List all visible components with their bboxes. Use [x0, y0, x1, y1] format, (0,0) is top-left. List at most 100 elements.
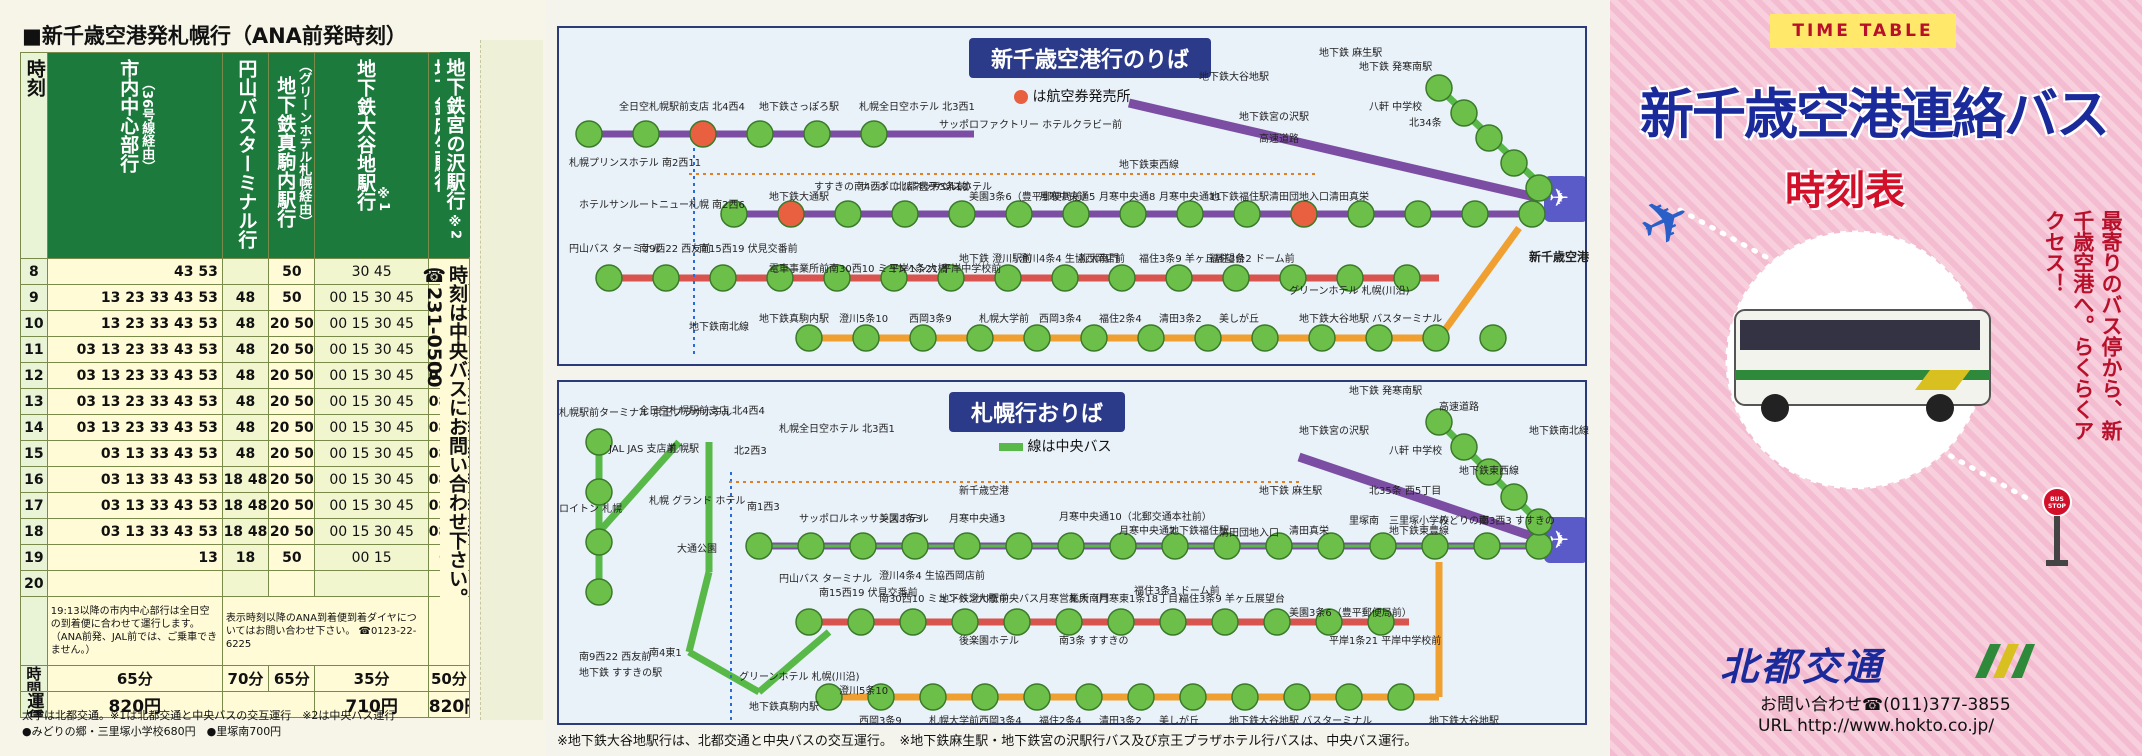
time-cell: 20 50 — [268, 362, 316, 389]
station-marker — [1421, 532, 1449, 560]
flight-path — [1677, 207, 1793, 273]
map-label: 清田3条2 — [1099, 716, 1142, 727]
map-label: 南3西3 すすきの — [1479, 516, 1555, 527]
station-marker — [1211, 608, 1239, 636]
time-cell: 18 48 — [221, 492, 270, 519]
map-label: 地下鉄東豊線 — [1389, 526, 1449, 537]
time-cell: 20 50 — [268, 336, 316, 363]
station-marker — [1213, 532, 1241, 560]
cover-panel: TIME TABLE 新千歳空港連絡バス 時刻表 ✈ BUS STOP 最寄りの… — [1610, 0, 2142, 756]
company-name: 北都交通 — [1720, 645, 1885, 689]
station-marker — [652, 264, 680, 292]
cover-title: 新千歳空港連絡バス — [1640, 83, 2110, 146]
map-label: 八軒 中学校 — [1389, 446, 1443, 457]
time-cell: 20 50 — [268, 440, 316, 467]
map-label: 札幌全日空ホテル 北3西1 — [859, 102, 975, 113]
legend-line-icon — [999, 443, 1023, 451]
map-label: 地下鉄大谷地駅 バスターミナル — [1299, 314, 1443, 325]
map-label: 南4東1 — [649, 648, 682, 659]
map-label: 全日空札幌駅前支店 北4西4 — [639, 406, 765, 417]
time-cell: 30 45 — [314, 258, 429, 285]
station-marker — [1450, 99, 1478, 127]
map-label: 清田団地入口 — [1219, 528, 1279, 539]
station-marker — [632, 120, 660, 148]
map-label: グリーンホテル 札幌(川沿) — [739, 672, 860, 683]
station-marker — [1159, 608, 1187, 636]
station-marker — [795, 324, 823, 352]
map-label: すすきの南4西3（北都トラベル前） — [814, 182, 977, 193]
map-label: 北35条 西5丁目 — [1369, 486, 1442, 497]
time-cell: 20 50 — [268, 492, 316, 519]
map-label: 福住3条2 ドーム前 — [1209, 254, 1295, 265]
time-cell: 20 50 — [268, 414, 316, 441]
time-cell: 00 15 30 45 — [314, 336, 429, 363]
column-header: 円山バスターミナル行 — [221, 52, 270, 259]
fare-value: 710円 — [314, 691, 429, 718]
map-label: 地下鉄 麻生駅 — [1319, 48, 1383, 59]
hour-cell: 18 — [20, 518, 48, 545]
map-label: 福住3条9 羊ヶ丘展望台 — [1179, 594, 1285, 605]
station-marker — [1051, 264, 1079, 292]
station-marker — [971, 683, 999, 711]
station-marker — [1336, 264, 1364, 292]
map-legend: 線は中央バス — [999, 436, 1111, 456]
cover-illustration: ✈ — [1628, 180, 2072, 566]
map-label: 地下鉄福住駅 — [1169, 526, 1229, 537]
company-url[interactable]: URL http://www.hokto.co.jp/ — [1758, 716, 1995, 736]
station-marker — [880, 264, 908, 292]
time-cell: 13 23 33 43 53 — [46, 310, 223, 337]
airport-box — [1544, 517, 1585, 563]
station-marker — [1005, 532, 1033, 560]
contact-column: 時刻は中央バスにお問い合わせ下さい。☎231-0500 — [423, 265, 468, 665]
map-label: 清田団地入口 — [1269, 192, 1329, 203]
map-label: 札幌駅 — [669, 444, 699, 455]
station-marker — [1365, 324, 1393, 352]
station-marker — [1315, 608, 1343, 636]
time-cell: 00 15 30 45 — [314, 414, 429, 441]
map-label: 平岸1条21 平岸中学校前 — [889, 264, 1002, 275]
map-label: 西岡3条9 — [859, 716, 902, 727]
route-line-green — [685, 571, 713, 653]
station-marker — [1233, 200, 1261, 228]
airplane-icon: ✈ — [1628, 180, 1703, 265]
map-label: 高速道路 — [1259, 134, 1299, 145]
time-cell: 43 53 — [46, 258, 223, 285]
map-label: 電車事業所前 — [769, 264, 829, 275]
map-label: グリーンホテル 札幌(川沿) — [1289, 286, 1410, 297]
stations — [575, 74, 1553, 352]
station-marker — [899, 608, 927, 636]
map-note: ※地下鉄大谷地駅行は、北都交通と中央バスの交互運行。 ※地下鉄麻生駅・地下鉄宮の… — [557, 734, 1418, 749]
map-label: 地下鉄 すすきの駅 — [579, 668, 663, 679]
map-label: 中央バス月寒営業所（月寒東1条18丁目） — [999, 594, 1189, 605]
map-label: 西岡3条4 — [979, 716, 1022, 727]
hour-cell: 14 — [20, 414, 48, 441]
station-marker — [585, 528, 613, 556]
station-marker — [1393, 264, 1421, 292]
station-marker — [901, 532, 929, 560]
station-marker — [1080, 324, 1108, 352]
time-cell: 48 — [221, 310, 270, 337]
map-label: 地下鉄宮の沢駅 — [1239, 112, 1309, 123]
column-header: 地下鉄真駒内駅行（グリーンホテル札幌経由） — [268, 52, 316, 259]
station-marker — [1283, 683, 1311, 711]
station-marker — [1500, 149, 1528, 177]
hour-cell: 10 — [20, 310, 48, 337]
time-cell: 00 15 30 45 — [314, 388, 429, 415]
station-marker — [585, 428, 613, 456]
station-marker — [1461, 200, 1489, 228]
hour-cell: 17 — [20, 492, 48, 519]
map-label: 月寒中央通11 — [1159, 192, 1222, 203]
ticket-office-icon — [1014, 90, 1028, 104]
map-label: 美園3条6（豊平郵便局前） — [1289, 608, 1412, 619]
time-cell: 48 — [221, 362, 270, 389]
map-label: 澄川5条10 — [839, 686, 889, 697]
time-cell: 48 — [221, 284, 270, 311]
map-label: 西岡3条9 — [909, 314, 952, 325]
station-marker — [1279, 264, 1307, 292]
